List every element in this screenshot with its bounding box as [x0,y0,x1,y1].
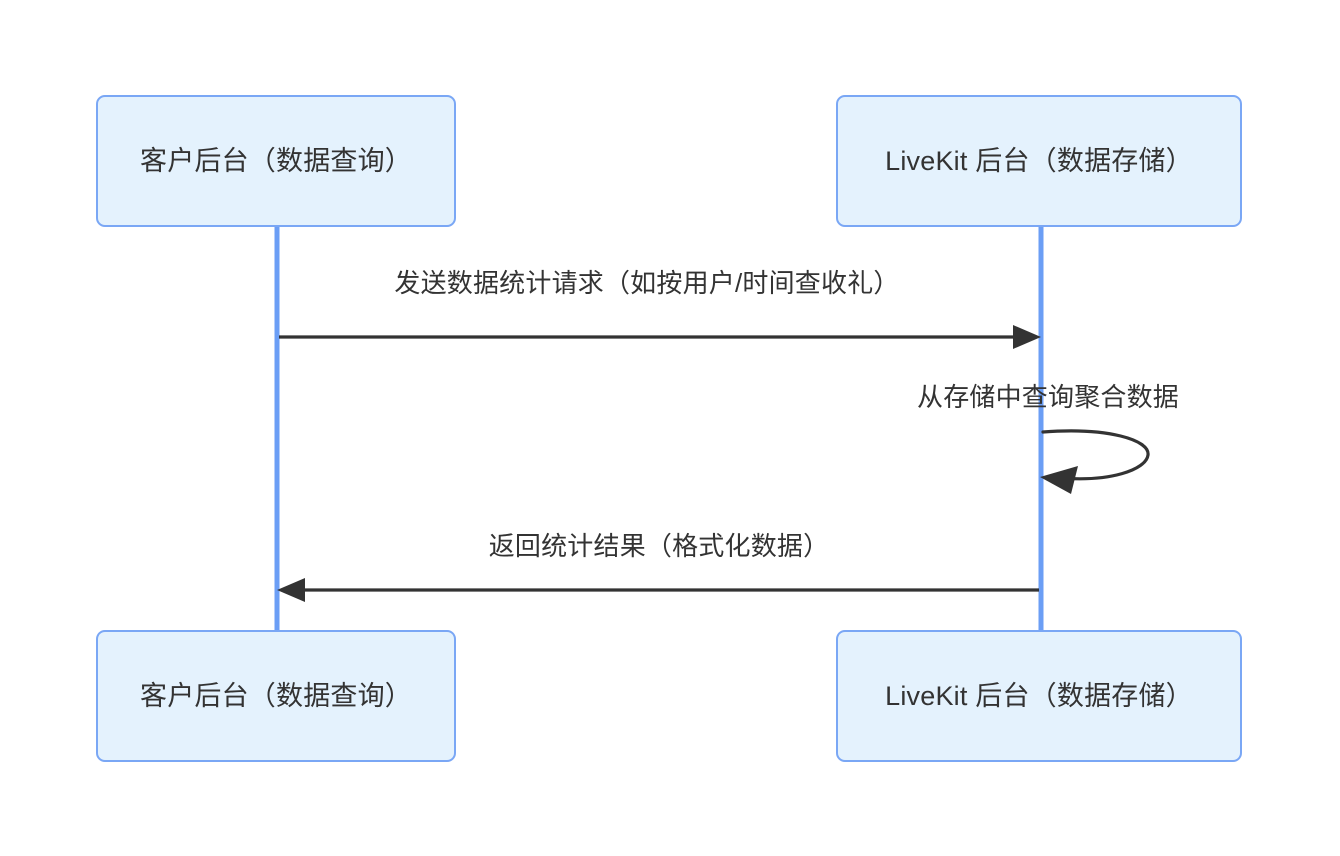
participant-label-livekit-bottom: LiveKit 后台（数据存储） [885,680,1193,711]
participant-box-livekit-top[interactable]: LiveKit 后台（数据存储） [836,95,1242,227]
message-label-self-query: 从存储中查询聚合数据 [916,382,1180,412]
participant-box-client-bottom[interactable]: 客户后台（数据查询） [96,630,456,762]
participant-label-livekit-top: LiveKit 后台（数据存储） [885,145,1193,176]
participant-label-client-top: 客户后台（数据查询） [140,145,412,176]
message-arrow-request [279,325,1041,349]
participant-box-client-top[interactable]: 客户后台（数据查询） [96,95,456,227]
message-arrow-response [277,578,1039,602]
participant-label-client-bottom: 客户后台（数据查询） [140,680,412,711]
message-label-request: 发送数据统计请求（如按用户/时间查收礼） [394,268,900,298]
message-arrow-self-query [1040,429,1150,494]
participant-box-livekit-bottom[interactable]: LiveKit 后台（数据存储） [836,630,1242,762]
message-label-response: 返回统计结果（格式化数据） [488,531,830,561]
